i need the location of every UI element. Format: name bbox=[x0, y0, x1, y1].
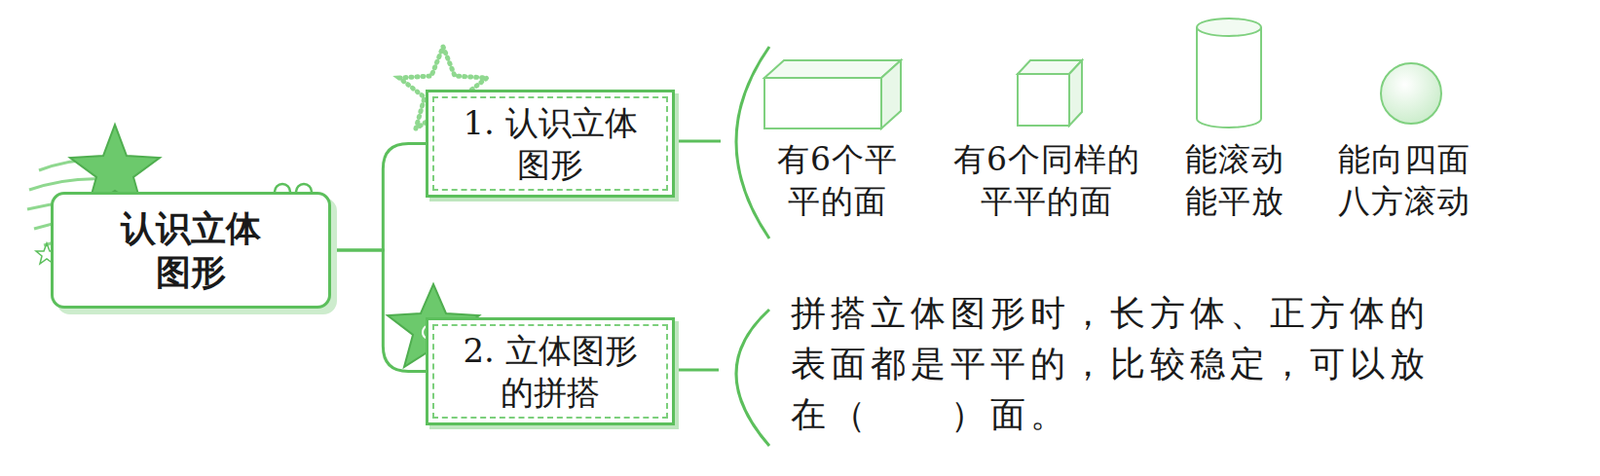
node-text: 1. 认识立体图形 bbox=[457, 102, 643, 186]
bracket-stem bbox=[676, 369, 719, 373]
shape-caption: 能向四面 八方滚动 bbox=[1332, 139, 1477, 224]
note-text: 拼搭立体图形时，长方体、正方体的 表面都是平平的，比较稳定，可以放 在（ ）面。 bbox=[790, 288, 1444, 442]
shape-caption: 有6个平 平的面 bbox=[769, 139, 906, 224]
shape-caption: 能滚动 能平放 bbox=[1177, 139, 1293, 224]
node-text: 2. 立体图形的拼搭 bbox=[457, 330, 643, 413]
branch-line bbox=[331, 144, 426, 252]
dashed-frame: 1. 认识立体图形 bbox=[432, 96, 669, 191]
cylinder bbox=[1196, 18, 1262, 128]
root-box: 认识立体图形 bbox=[50, 191, 332, 309]
sphere bbox=[1380, 63, 1442, 124]
branch-line bbox=[331, 250, 426, 373]
node-text: 认识立体图形 bbox=[112, 206, 269, 295]
branch-box: 2. 立体图形的拼搭 bbox=[425, 317, 675, 426]
cube bbox=[1017, 60, 1082, 126]
bracket bbox=[736, 309, 770, 447]
shape-caption: 有6个同样的 平平的面 bbox=[949, 139, 1145, 224]
dashed-frame: 2. 立体图形的拼搭 bbox=[432, 324, 669, 419]
bracket-stem bbox=[676, 140, 721, 144]
bracket bbox=[736, 46, 770, 239]
branch-box: 1. 认识立体图形 bbox=[425, 89, 675, 198]
cuboid bbox=[764, 60, 901, 129]
